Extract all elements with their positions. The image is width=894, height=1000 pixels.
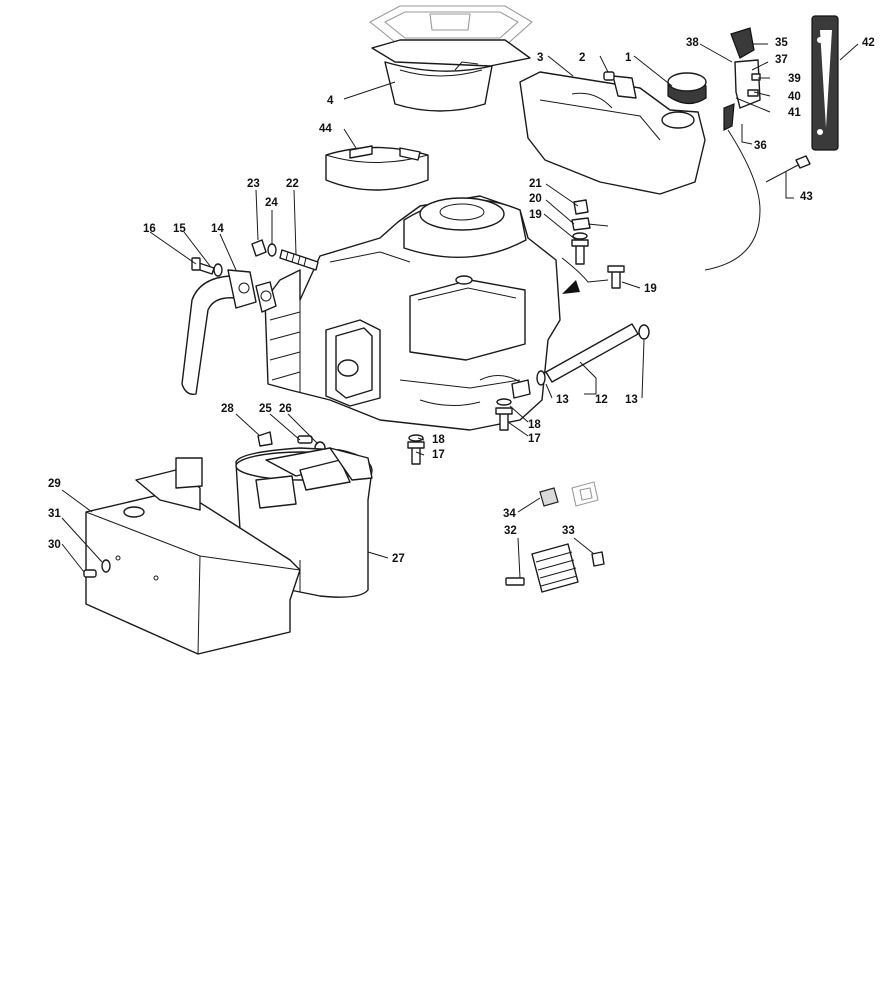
callout-34: 34 [503,508,516,520]
stud-washer [267,243,277,257]
bolt-17a [407,441,425,465]
washer-18b [496,398,512,406]
callout-31: 31 [48,508,61,520]
washer-31 [101,559,111,573]
foam-filter-band [325,145,429,191]
callout-41: 41 [788,107,801,119]
rectifier-regulator [531,543,579,593]
callout-37: 37 [775,54,788,66]
callout-14: 14 [211,223,224,235]
callout-2: 2 [579,52,585,64]
callout-36: 36 [754,140,767,152]
callout-18a: 18 [432,434,445,446]
fuel-tank [519,71,706,195]
callout-26: 26 [279,403,292,415]
callout-44: 44 [319,123,332,135]
air-cleaner-cover-ghost [369,5,533,47]
callout-24: 24 [265,197,278,209]
callout-39: 39 [788,73,801,85]
exhaust-pipe [181,269,257,395]
callout-23: 23 [247,178,260,190]
callout-35: 35 [775,37,788,49]
callout-15: 15 [173,223,186,235]
callout-20: 20 [529,193,542,205]
callout-16: 16 [143,223,156,235]
leader-lines [61,43,859,579]
direction-arrow [561,257,609,294]
exhaust-gasket [255,281,277,313]
callout-13a: 13 [556,394,569,406]
callout-4: 4 [327,95,334,107]
callout-13b: 13 [625,394,638,406]
callout-18b: 18 [528,419,541,431]
callout-25: 25 [259,403,272,415]
callout-40: 40 [788,91,801,103]
fuel-fitting-bushing [571,217,609,231]
exhaust-bolt [191,257,215,275]
cable-end [765,155,811,183]
screw-25 [297,435,313,444]
nut-33 [591,551,605,567]
callout-38: 38 [686,37,699,49]
callout-3: 3 [537,52,543,64]
callout-19a: 19 [529,209,542,221]
bolt-32 [505,577,525,586]
callout-labels: 1 2 3 4 12 13 13 14 15 16 17 17 18 18 19… [48,37,875,565]
callout-42: 42 [862,37,875,49]
air-cleaner-base [371,39,531,112]
fuel-fitting-washer [572,232,588,240]
screw-30 [83,569,97,578]
throttle-control [704,27,761,271]
callout-22: 22 [286,178,299,190]
hose-clamp-b [638,324,650,340]
bolt-19a [571,239,589,265]
callout-30: 30 [48,539,61,551]
callout-28: 28 [221,403,234,415]
fuel-fitting-nut [573,199,589,215]
connector-34 [539,487,559,507]
stud-nut [251,239,267,257]
heat-shield [85,457,301,655]
washer-18a [408,434,424,442]
carburetor-fitting [511,379,531,399]
air-duct-shroud [235,447,373,598]
callout-12: 12 [595,394,608,406]
hose-clamp-a [536,370,546,386]
bolt-19b [607,265,625,289]
throttle-decal [811,15,839,151]
clip-28 [257,431,273,447]
callout-21: 21 [529,178,542,190]
callout-1: 1 [625,52,632,64]
callout-27: 27 [392,553,405,565]
callout-43: 43 [800,191,813,203]
callout-17a: 17 [432,449,445,461]
exhaust-stud [279,249,319,271]
callout-32: 32 [504,525,517,537]
exhaust-washer [213,263,223,277]
fuel-cap [667,72,707,105]
tank-screw [603,71,615,81]
fuel-hose [545,323,639,383]
callout-33: 33 [562,525,575,537]
callout-19b: 19 [644,283,657,295]
engine-block [264,195,561,431]
bracket-clip [571,481,599,507]
callout-29: 29 [48,478,61,490]
callout-17b: 17 [528,433,541,445]
bolt-17b [495,407,513,431]
